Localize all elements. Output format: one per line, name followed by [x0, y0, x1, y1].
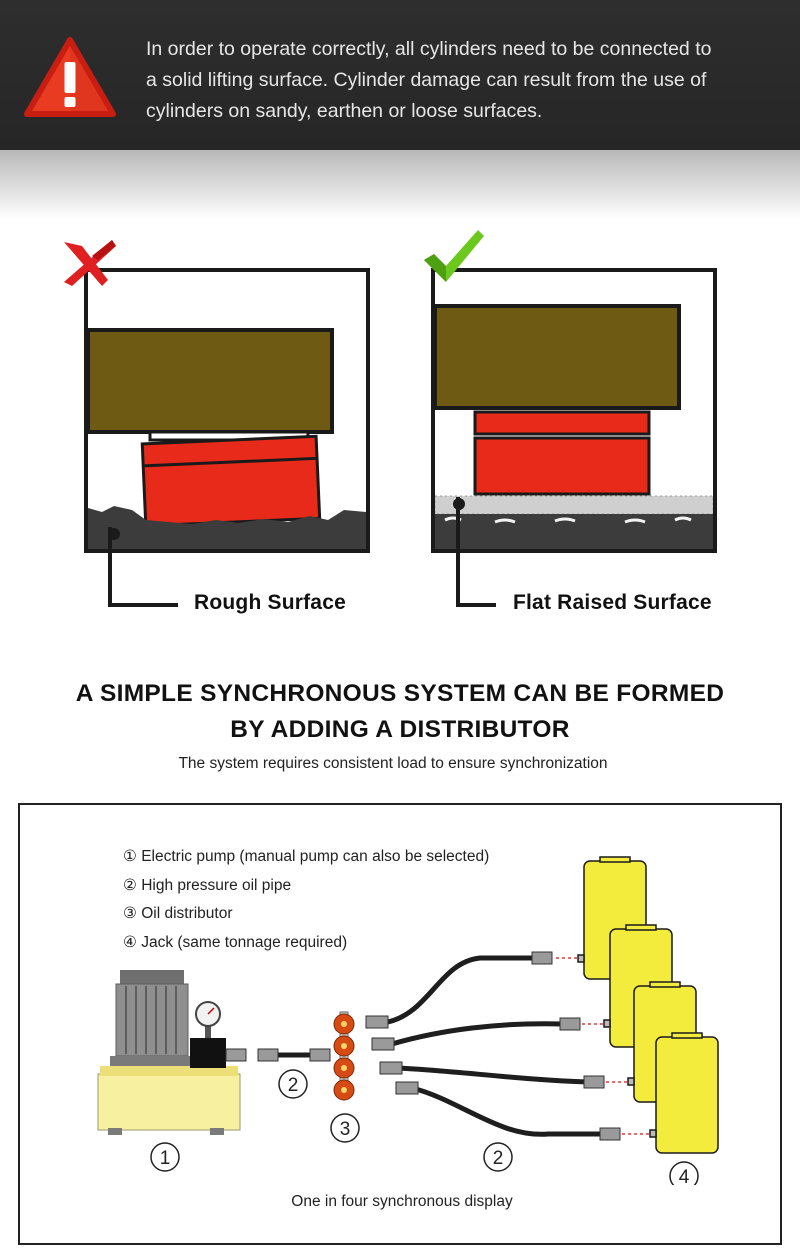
flat-surface-panel: [431, 268, 717, 553]
rough-surface-panel: [84, 268, 370, 553]
section-heading: A SIMPLE SYNCHRONOUS SYSTEM CAN BE FORME…: [0, 676, 800, 748]
hose-fittings: [257, 951, 621, 1141]
rough-leader-horizontal: [108, 603, 178, 607]
banner-shadow: [0, 150, 800, 220]
flat-surface-label: Flat Raised Surface: [513, 591, 712, 614]
jack-cylinders: [577, 856, 719, 1154]
flat-leader-horizontal: [456, 603, 496, 607]
tilted-cylinder: [140, 434, 322, 528]
callout-circle-pipe-long: [483, 1142, 513, 1172]
callout-pipe-long: 2: [493, 1148, 504, 1169]
legend-item-distributor: ③ Oil distributor: [123, 905, 233, 922]
warning-banner: In order to operate correctly, all cylin…: [0, 0, 800, 150]
rough-leader-vertical: [108, 527, 112, 607]
callout-pipe-short: 2: [288, 1075, 299, 1096]
red-cross-icon: [64, 240, 116, 286]
rough-ground: [88, 506, 366, 549]
flat-surface-illustration: [435, 304, 713, 549]
load-block: [435, 304, 681, 410]
callout-pump: 1: [160, 1148, 171, 1169]
synchronous-system-illustration: 1 2 3 2 4: [97, 856, 719, 1185]
warning-triangle-icon: [24, 37, 116, 117]
legend-item-pump: ① Electric pump (manual pump can also be…: [123, 848, 490, 865]
rough-surface-label: Rough Surface: [194, 591, 346, 614]
callout-circle-jack: [669, 1161, 699, 1185]
warning-line: cylinders on sandy, earthen or loose sur…: [146, 100, 543, 122]
legend-item-pipe: ② High pressure oil pipe: [123, 876, 292, 894]
legend-item-jack: ④ Jack (same tonnage required): [123, 933, 348, 951]
heading-line: BY ADDING A DISTRIBUTOR: [230, 716, 570, 743]
diagram-caption: One in four synchronous display: [291, 1193, 513, 1210]
connector-dashes: [556, 957, 654, 1135]
jack: [649, 1032, 719, 1154]
load-block: [88, 328, 334, 434]
callout-distributor: 3: [340, 1119, 351, 1140]
warning-text: In order to operate correctly, all cylin…: [146, 34, 786, 127]
high-pressure-hoses: [273, 955, 607, 1137]
flat-leader-vertical: [456, 497, 460, 607]
oil-distributor: [333, 1011, 355, 1101]
section-subheading: The system requires consistent load to e…: [178, 755, 608, 772]
heading-line: A SIMPLE SYNCHRONOUS SYSTEM CAN BE FORME…: [75, 680, 725, 707]
electric-pump: [97, 970, 247, 1135]
green-check-icon: [424, 230, 484, 282]
flat-platform: [435, 496, 713, 514]
diagram-legend: ① Electric pump (manual pump can also be…: [123, 843, 489, 957]
cylinder-body: [473, 436, 651, 496]
callout-circle-pipe-short: [278, 1069, 308, 1099]
rough-surface-illustration: [88, 328, 366, 549]
warning-line: In order to operate correctly, all cylin…: [146, 38, 712, 60]
callout-jack: 4: [679, 1167, 690, 1185]
warning-line: a solid lifting surface. Cylinder damage…: [146, 69, 707, 91]
cylinder-plunger: [473, 410, 651, 436]
callout-circle-distributor: [330, 1113, 360, 1143]
callout-circle-pump: [150, 1142, 180, 1172]
